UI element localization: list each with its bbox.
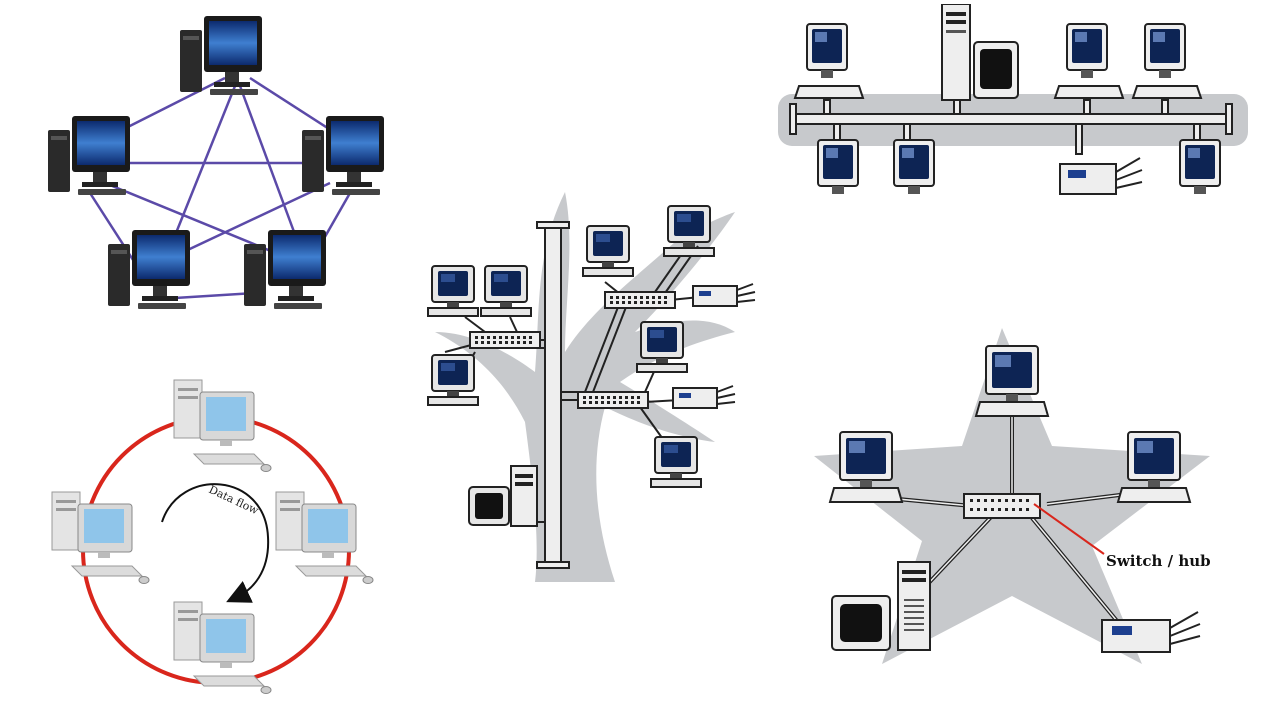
mesh-computer-bottom-right	[244, 230, 326, 309]
tree-topology-diagram	[415, 182, 770, 592]
tree-computer-7	[650, 436, 702, 488]
tree-hub-upper-right	[604, 291, 676, 309]
bus-computer-bottom-3	[1179, 139, 1221, 195]
tree-printer-2	[672, 385, 736, 409]
tree-workstation	[468, 465, 538, 527]
star-topology-diagram: Switch / hub	[812, 326, 1230, 670]
tree-computer-5	[663, 205, 715, 257]
tree-computer-4	[582, 225, 634, 277]
tree-hub-left	[469, 331, 541, 349]
tree-printer-1	[692, 283, 756, 307]
bus-computer-bottom-1	[817, 139, 859, 195]
star-computer-left	[829, 431, 903, 503]
mesh-computer-left	[48, 116, 130, 195]
tree-computer-3	[427, 354, 479, 406]
star-links-inner	[886, 416, 1153, 622]
tree-hub-lower-right	[577, 391, 649, 409]
star-printer	[1101, 611, 1201, 653]
bus-server	[941, 4, 1019, 101]
tree-computer-6	[636, 321, 688, 373]
mesh-topology-diagram	[10, 8, 405, 318]
bus-printer	[1059, 157, 1143, 195]
bus-backbone	[789, 103, 1233, 135]
mesh-computer-right	[302, 116, 384, 195]
bus-keyboard-top-1	[794, 85, 864, 99]
bus-computer-top-4	[1066, 23, 1108, 79]
ring-computer-top	[173, 379, 272, 472]
ring-computer-right	[275, 491, 374, 584]
tree-backbone	[536, 221, 570, 569]
ring-topology-diagram: Data flow	[30, 372, 390, 702]
hub-label: Switch / hub	[1106, 552, 1211, 570]
mesh-computer-top	[180, 16, 262, 95]
hub-label-pointer	[1033, 503, 1105, 555]
star-computer-top	[975, 345, 1049, 417]
bus-topology-diagram	[776, 4, 1250, 204]
bus-keyboard-top-5	[1132, 85, 1202, 99]
bus-computer-top-5	[1144, 23, 1186, 79]
bus-computer-top-1	[806, 23, 848, 79]
tree-computer-1	[427, 265, 479, 317]
star-workstation	[831, 561, 931, 651]
bus-computer-bottom-2	[893, 139, 935, 195]
bus-keyboard-top-4	[1054, 85, 1124, 99]
tree-shadow	[435, 192, 735, 582]
switch-hub	[963, 493, 1041, 519]
data-flow-arrow	[161, 483, 270, 603]
star-computer-right	[1117, 431, 1191, 503]
mesh-links	[88, 76, 352, 300]
tree-computer-2	[480, 265, 532, 317]
ring-computer-left	[51, 491, 150, 584]
